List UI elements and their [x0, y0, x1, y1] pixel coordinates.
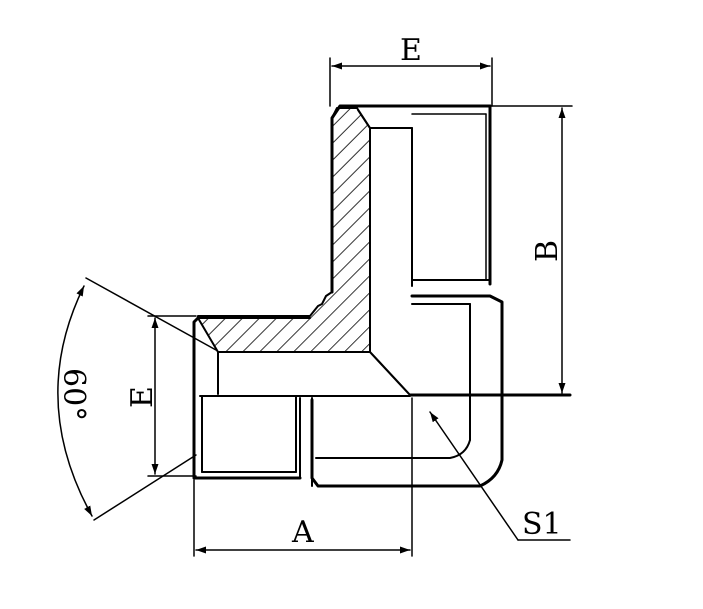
- label-e-top: E: [400, 33, 422, 68]
- left-port: [192, 316, 411, 487]
- dimension-e-top: [329, 57, 493, 107]
- angle-60: [57, 277, 217, 521]
- label-a: A: [291, 515, 314, 550]
- section-hatch: [197, 107, 411, 396]
- label-s1: S1: [522, 507, 562, 542]
- hex-body: [310, 294, 572, 488]
- dimension-a: [193, 397, 413, 557]
- dimension-b: [491, 105, 573, 394]
- label-angle: 60°: [56, 368, 91, 421]
- s1-leader: [429, 411, 571, 541]
- upper-port: [330, 104, 492, 396]
- label-b: B: [530, 240, 565, 262]
- label-e-left: E: [125, 386, 160, 408]
